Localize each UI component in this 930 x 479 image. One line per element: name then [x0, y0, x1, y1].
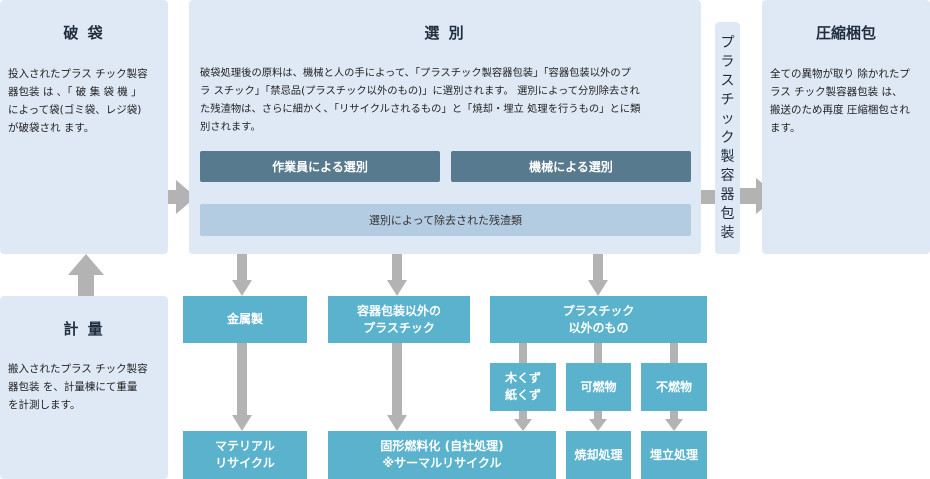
- senbetsu-panel: 選 別 破袋処理後の原料は、機械と人の手によって、「プラスチック製容器包装」「容…: [189, 0, 701, 254]
- vertical-label-char: ラ: [720, 53, 735, 70]
- keiryo-panel: 計 量 搬入されたプラス チック製容 器包装 を、計量棟にて重量 を計測します。: [0, 296, 168, 479]
- material-line: リサイクル: [215, 456, 275, 470]
- combustible-box: 可燃物: [566, 363, 631, 411]
- hakai-text-line: が破袋され ます。: [8, 122, 95, 134]
- arrow-keiryo-to-hakai: [68, 254, 104, 296]
- solid-fuel-line: 固形燃料化 (自社処理): [380, 439, 504, 453]
- vertical-label-char: ス: [720, 72, 735, 89]
- arrow-residue-to-metal: [232, 280, 252, 296]
- senbetsu-description: 破袋処理後の原料は、機械と人の手によって、「プラスチック製容器包装」「容器包装以…: [200, 64, 695, 136]
- arrow-noncombustible-to-landfill: [665, 419, 683, 431]
- senbetsu-text-line: た残渣物は、さらに細かく、「リサイクルされるもの」と「焼却・埋立 処理を行うもの…: [200, 103, 641, 115]
- metal-box: 金属製: [183, 296, 307, 343]
- senbetsu-text-line: 別されます。: [200, 121, 261, 133]
- arrow-combustible-to-incineration: [589, 419, 607, 431]
- arrow-wood-to-fuel: [514, 419, 532, 431]
- vertical-label-char: ッ: [720, 110, 735, 127]
- asshuku-text-line: 全ての異物が取り 除かれたプ: [770, 68, 910, 80]
- keiryo-text-line: 器包装 を、計量棟にて重量: [8, 381, 138, 393]
- keiryo-text-line: 搬入されたプラス チック製容: [8, 363, 148, 375]
- wood-paper-line: 木くず: [504, 371, 541, 385]
- keiryo-title: 計 量: [63, 320, 105, 338]
- asshuku-title: 圧縮梱包: [815, 24, 876, 42]
- incineration-box: 焼却処理: [566, 431, 631, 479]
- residue-bar: 選別によって除去された残渣類: [200, 204, 691, 236]
- vertical-label-char: プ: [720, 34, 735, 51]
- material-line: マテリアル: [215, 439, 275, 453]
- manual-sorting-box: 作業員による選別: [200, 151, 440, 182]
- plastic-container-vertical-label: プラスチック製容器包装: [715, 22, 740, 254]
- vertical-label-char: 装: [720, 224, 735, 241]
- wood-paper-line: 紙くず: [504, 388, 541, 402]
- vertical-label-char: 器: [720, 186, 735, 203]
- hakai-text-line: によって袋(ゴミ袋、レジ袋): [8, 104, 142, 116]
- asshuku-text-line: 搬送のため再度 圧縮梱包され: [770, 104, 910, 116]
- asshuku-text-line: ます。: [770, 122, 801, 134]
- senbetsu-text-line: 破袋処理後の原料は、機械と人の手によって、「プラスチック製容器包装」「容器包装以…: [200, 67, 631, 79]
- hakai-panel: 破 袋 投入されたプラス チック製容 器包装 は 、「 破 集 袋 機 」 によ…: [0, 0, 168, 254]
- wood-paper-box: 木くず 紙くず: [490, 363, 556, 411]
- non-plastic-line: 以外のもの: [568, 320, 629, 335]
- vertical-label-char: 容: [720, 167, 735, 184]
- solid-fuel-line: ※サーマルリサイクル: [382, 456, 502, 470]
- asshuku-panel: 圧縮梱包 全ての異物が取り 除かれたプ ラス チック製容器包装 は、 搬送のため…: [762, 0, 930, 254]
- arrow-residue-to-non-plastic: [588, 280, 608, 296]
- hakai-description: 投入されたプラス チック製容 器包装 は 、「 破 集 袋 機 」 によって袋(…: [8, 65, 166, 137]
- vertical-label-char: 包: [720, 205, 735, 222]
- arrow-noncontainer-to-fuel: [387, 415, 407, 431]
- arrow-label-to-asshuku: [740, 178, 778, 214]
- hakai-text-line: 投入されたプラス チック製容: [8, 68, 148, 80]
- non-container-plastic-box: 容器包装以外の プラスチック: [328, 296, 470, 343]
- solid-fuel-box: 固形燃料化 (自社処理) ※サーマルリサイクル: [328, 431, 556, 479]
- senbetsu-title: 選 別: [424, 24, 466, 42]
- landfill-box: 埋立処理: [641, 431, 707, 479]
- machine-sorting-box: 機械による選別: [451, 151, 691, 182]
- noncombustible-box: 不燃物: [641, 363, 707, 411]
- hakai-text-line: 器包装 は 、「 破 集 袋 機 」: [8, 86, 142, 98]
- arrow-metal-to-material: [232, 415, 252, 431]
- non-container-line: 容器包装以外の: [356, 303, 441, 318]
- arrow-residue-to-non-container: [387, 280, 407, 296]
- arrow-senbetsu-to-label: [701, 190, 715, 204]
- senbetsu-text-line: ラ スチック」「禁忌品(プラスチック以外のもの)」に選別されます。 選別によって…: [200, 85, 640, 97]
- material-recycle-box: マテリアル リサイクル: [183, 431, 307, 479]
- hakai-title: 破 袋: [63, 24, 105, 42]
- non-plastic-line: プラスチック: [562, 303, 635, 318]
- keiryo-description: 搬入されたプラス チック製容 器包装 を、計量棟にて重量 を計測します。: [8, 360, 166, 414]
- asshuku-text-line: ラス チック製容器包装 は、: [770, 86, 903, 98]
- vertical-label-char: ク: [720, 129, 735, 146]
- vertical-label-char: チ: [720, 91, 735, 108]
- asshuku-description: 全ての異物が取り 除かれたプ ラス チック製容器包装 は、 搬送のため再度 圧縮…: [770, 65, 928, 137]
- vertical-label-char: 製: [720, 148, 735, 165]
- non-plastic-box: プラスチック 以外のもの: [490, 296, 707, 343]
- non-container-line: プラスチック: [363, 320, 435, 335]
- arrow-hakai-to-senbetsu: [156, 180, 196, 214]
- keiryo-text-line: を計測します。: [8, 399, 81, 411]
